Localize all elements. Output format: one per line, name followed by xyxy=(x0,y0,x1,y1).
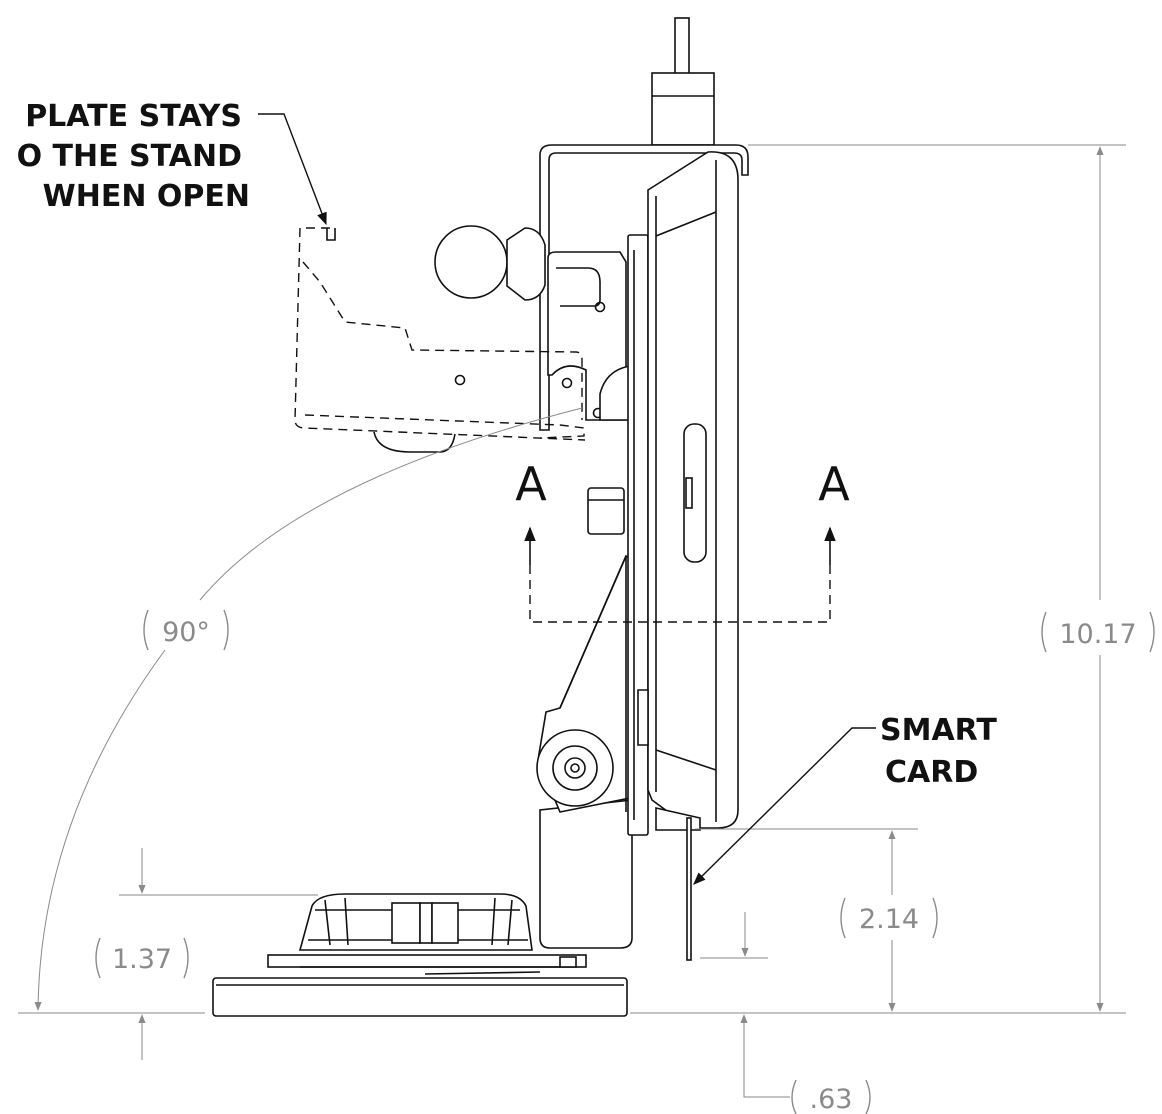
dimension-value-base-height: 1.37 xyxy=(112,944,172,975)
dimension-angle xyxy=(34,407,583,1011)
dimension-base-height xyxy=(95,848,189,1060)
section-label-left: A xyxy=(515,457,547,511)
smart-card-note-line2: CARD xyxy=(885,755,978,790)
plate-note-line1: PLATE STAYS xyxy=(25,99,242,134)
terminal-housing xyxy=(627,151,739,836)
suction-knob xyxy=(298,893,577,968)
plate-note-line3: WHEN OPEN xyxy=(43,179,250,214)
pivot-block xyxy=(587,487,625,535)
smart-card xyxy=(686,817,692,961)
dimension-value-card-height: 2.14 xyxy=(859,904,919,935)
dimension-value-height-total: 10.17 xyxy=(1059,619,1136,650)
section-line-a-a xyxy=(524,526,836,623)
dimension-card-height xyxy=(741,830,938,1012)
plate-open-hidden xyxy=(294,227,586,453)
dimension-value-offset: .63 xyxy=(810,1084,853,1114)
smart-card-leader xyxy=(693,727,876,885)
extension-lines xyxy=(18,144,1126,1014)
stand-column xyxy=(536,554,646,949)
section-label-right: A xyxy=(818,457,850,511)
plate-note-leader xyxy=(258,113,327,226)
enclosure-bracket xyxy=(539,144,749,431)
mount-ball xyxy=(434,225,546,301)
base-plate xyxy=(212,954,628,1017)
dimension-offset xyxy=(740,1014,871,1114)
dimension-value-angle: 90° xyxy=(162,617,210,648)
plate-note-line2: O THE STAND xyxy=(17,139,242,174)
top-post xyxy=(651,17,715,146)
smart-card-note-line1: SMART xyxy=(880,713,997,748)
dimension-height-total xyxy=(1041,146,1155,1012)
